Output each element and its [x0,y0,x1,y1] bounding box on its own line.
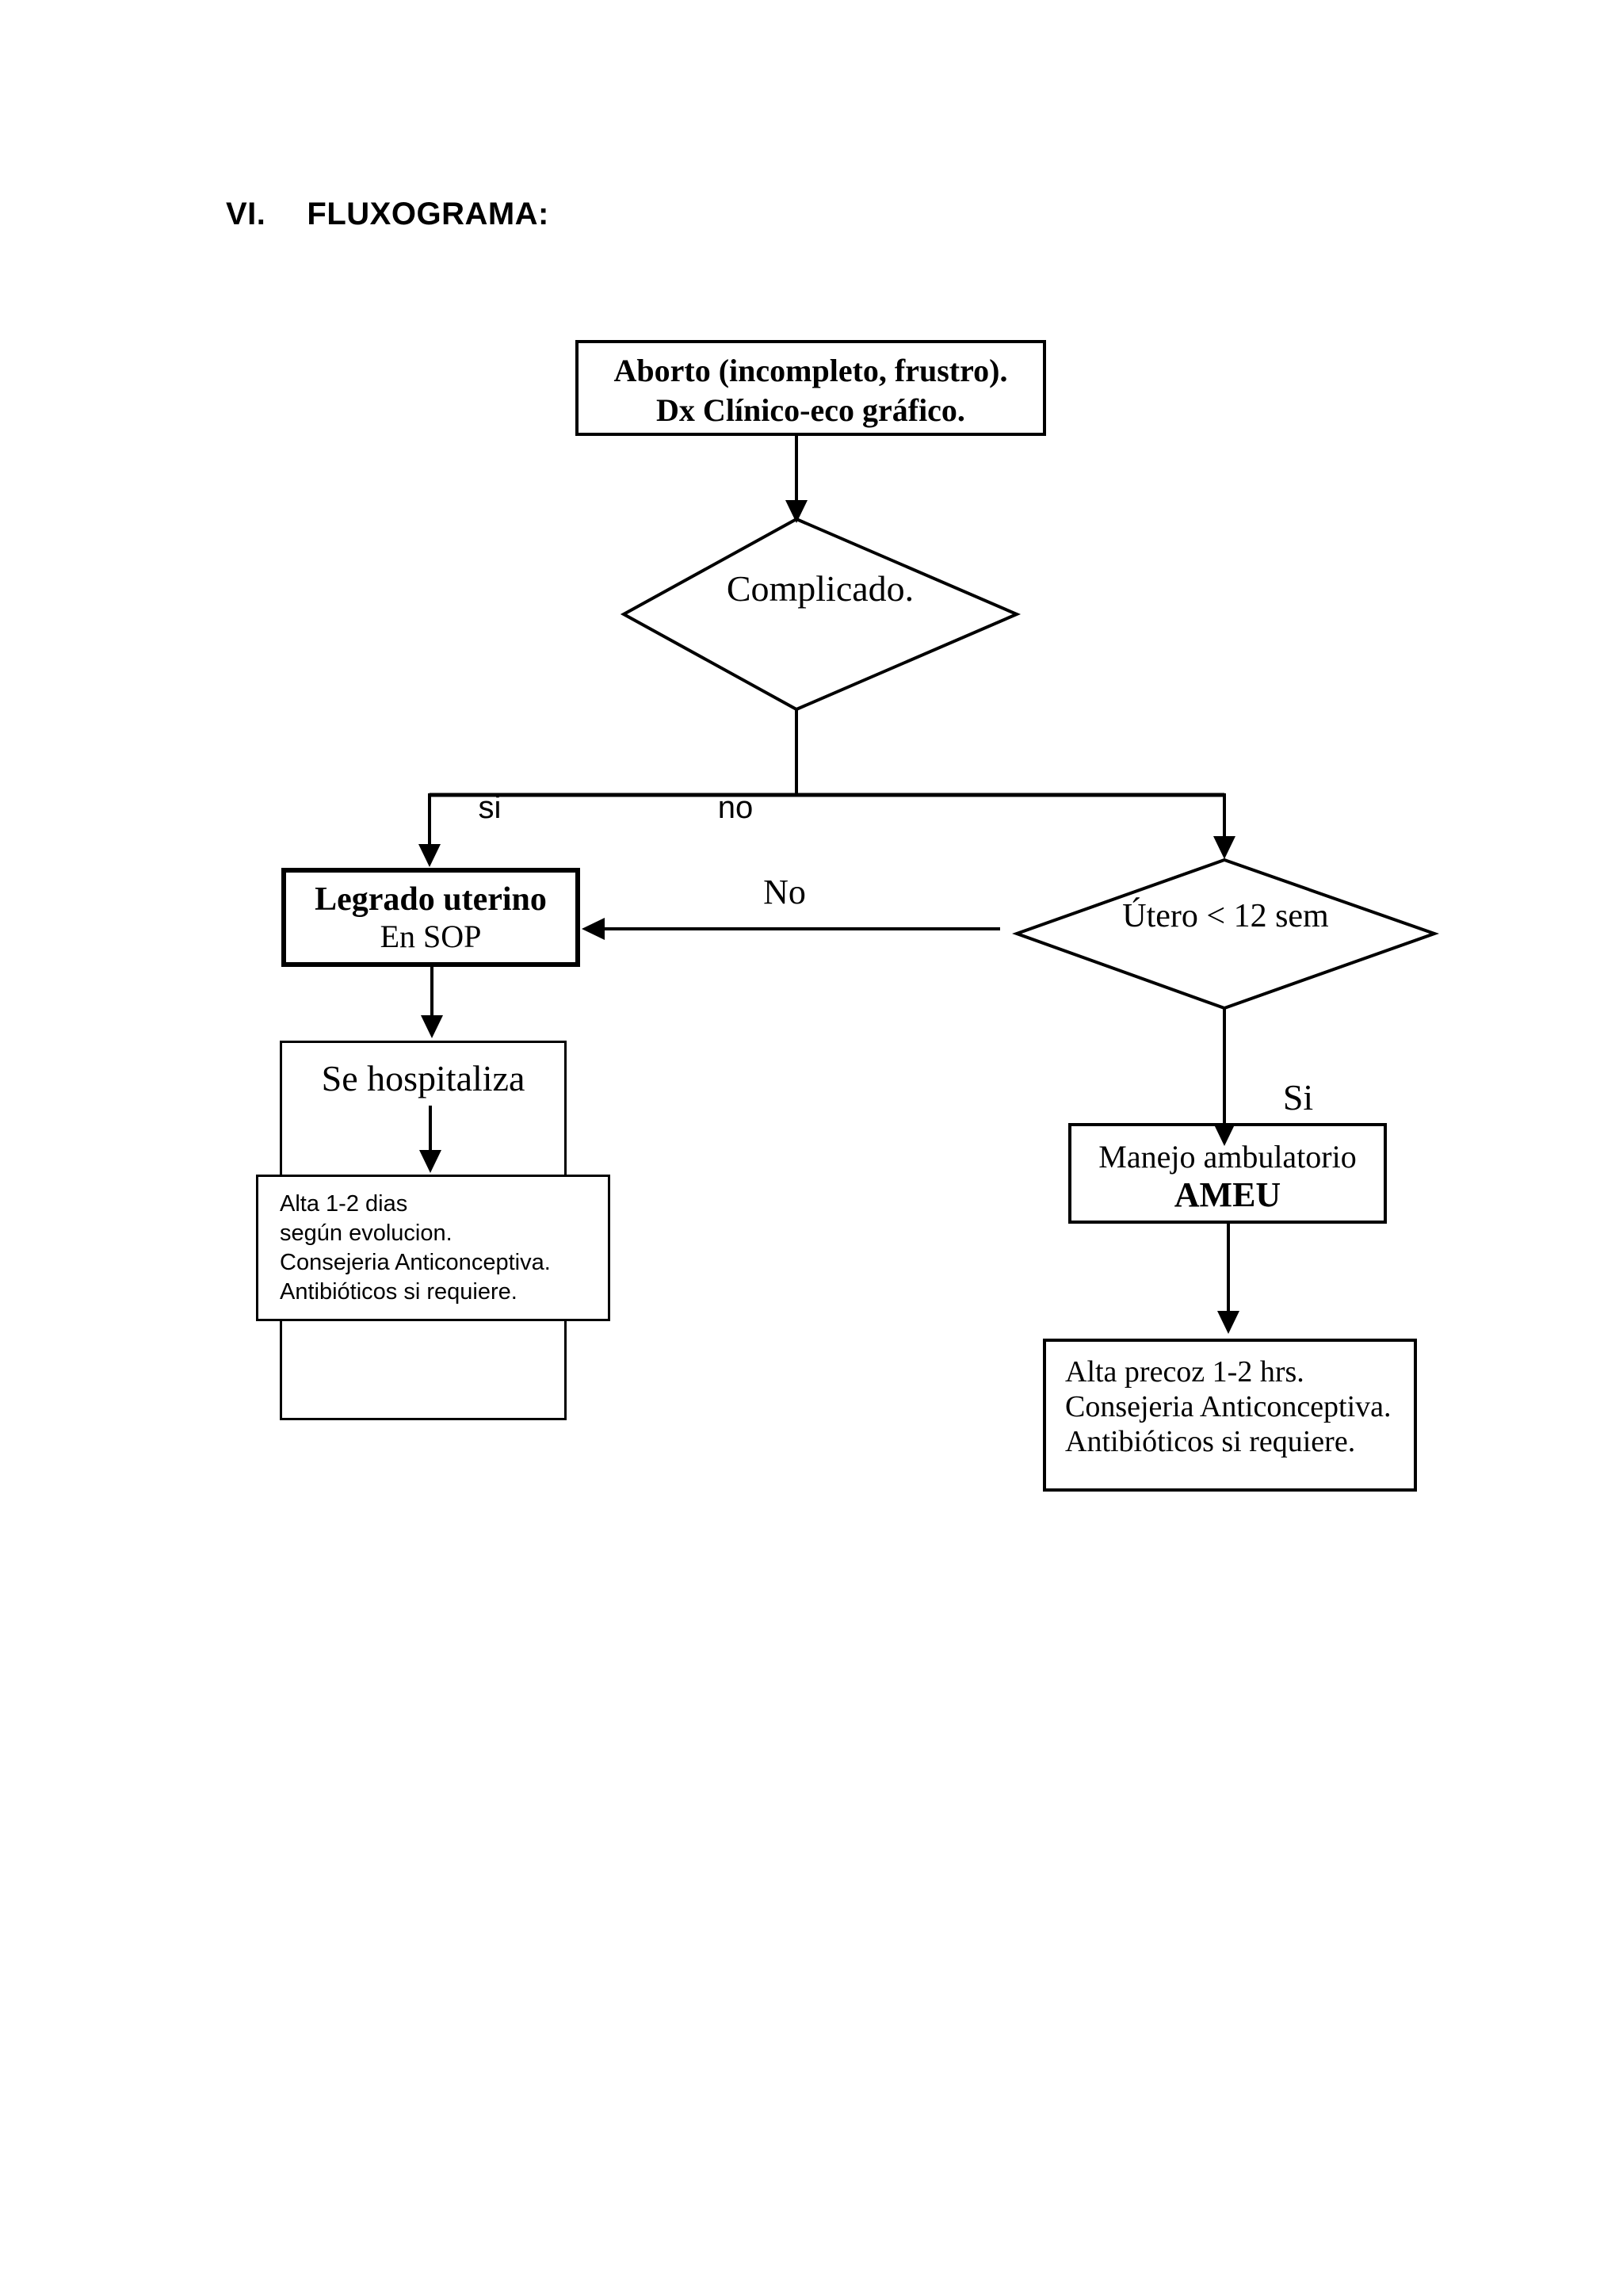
node-alta-right-line3: Antibióticos si requiere. [1065,1425,1356,1458]
decision-complicado-diamond [620,517,1022,712]
arrowhead-start-to-complicado [785,500,808,523]
decision-complicado-label: Complicado. [726,568,915,609]
edge-label-si-upper: Si [1282,1077,1314,1117]
arrowhead-si-branch [418,844,441,867]
node-ameu-line2: AMEU [1174,1175,1281,1214]
node-legrado-line2: En SOP [380,919,482,954]
edge-label-no-lower: no [717,790,754,825]
node-alta-right: Alta precoz 1-2 hrs. Consejeria Anticonc… [1043,1339,1417,1492]
node-alta-right-line2: Consejeria Anticonceptiva. [1065,1390,1392,1423]
arrowhead-ameu-to-alta [1217,1311,1239,1334]
arrowhead-legrado-to-hospitaliza [421,1015,443,1038]
node-ameu-line1: Manejo ambulatorio [1098,1139,1357,1175]
node-alta-left-line1: Alta 1-2 dias [280,1191,408,1217]
node-alta-right-line1: Alta precoz 1-2 hrs. [1065,1355,1304,1389]
node-se-hospitaliza-label: Se hospitaliza [321,1058,525,1098]
node-alta-left-line2: según evolucion. [280,1221,453,1246]
arrowhead-no-branch [1213,836,1235,859]
node-alta-left-line3: Consejeria Anticonceptiva. [280,1250,551,1275]
node-legrado-line1: Legrado uterino [315,881,547,918]
decision-utero-label: Útero < 12 sem [1122,898,1329,934]
node-ameu: Manejo ambulatorio AMEU [1068,1123,1387,1224]
node-start-line2: Dx Clínico-eco gráfico. [656,392,965,428]
node-alta-left: Alta 1-2 dias según evolucion. Consejeri… [256,1175,610,1321]
node-start-line1: Aborto (incompleto, frustro). [613,353,1008,388]
edge-label-no-upper: No [763,873,806,911]
page-title: VI. FLUXOGRAMA: [226,197,549,232]
page-title-numeral: VI. [226,197,266,231]
page-title-text: FLUXOGRAMA: [307,197,549,231]
node-alta-left-line4: Antibióticos si requiere. [280,1279,517,1305]
node-legrado-uterino: Legrado uterino En SOP [281,868,580,967]
arrowhead-no-edge [582,918,605,940]
node-start-aborto: Aborto (incompleto, frustro). Dx Clínico… [575,340,1046,436]
edge-label-si-lower: si [478,790,502,825]
